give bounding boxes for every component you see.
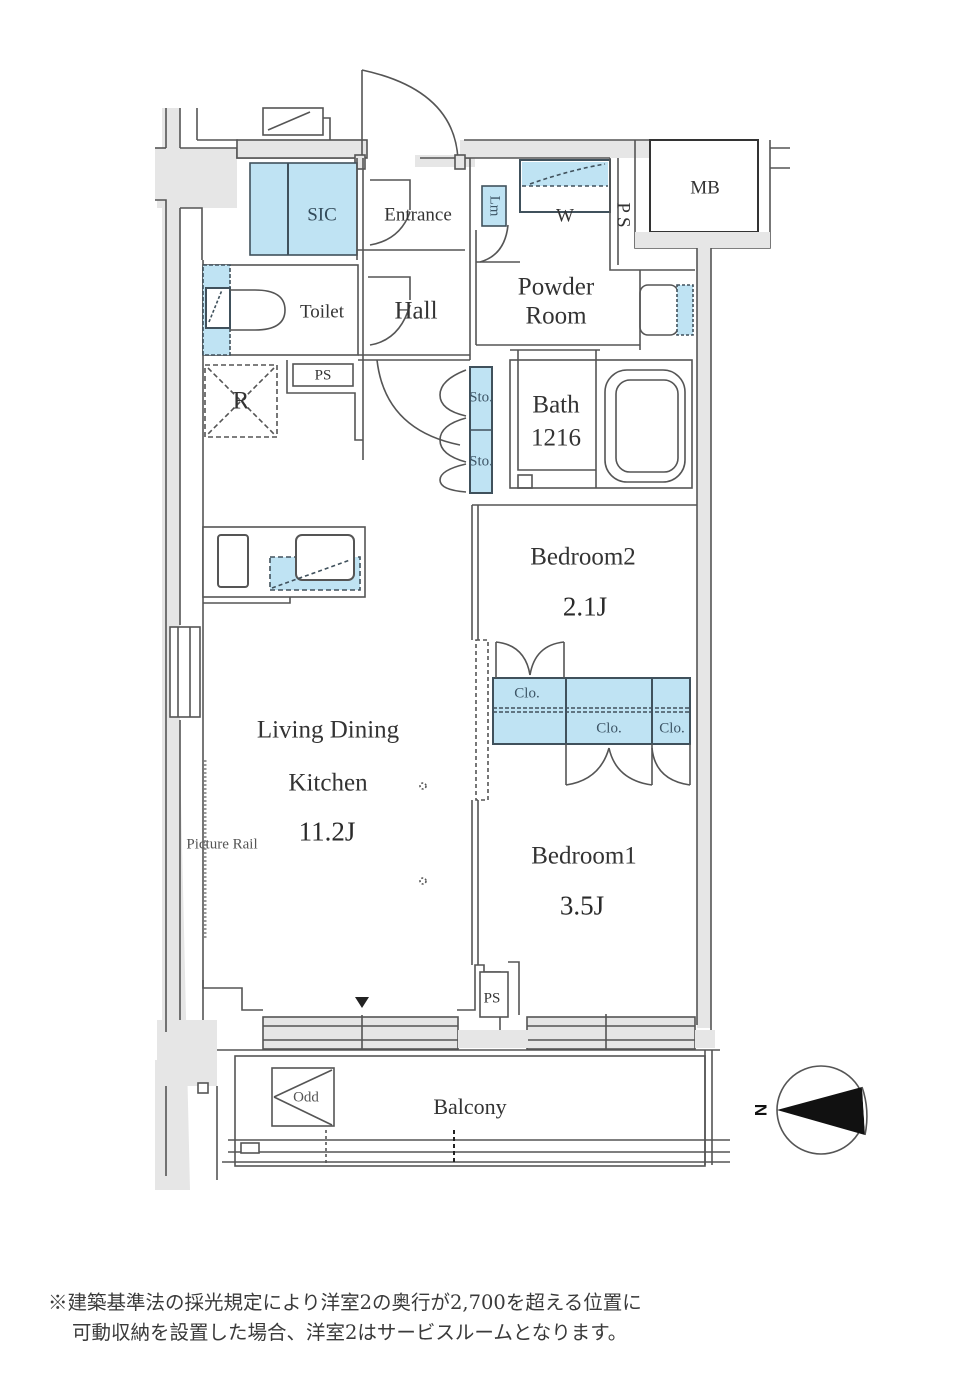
- label-clo-2: Clo.: [596, 720, 622, 737]
- label-ldk-2: Kitchen: [288, 769, 368, 797]
- label-entrance: Entrance: [384, 204, 452, 226]
- label-ldk-1: Living Dining: [256, 716, 400, 744]
- label-w: W: [556, 205, 574, 227]
- label-sto-2: Sto.: [469, 453, 493, 470]
- label-ps-mid: PS: [314, 367, 332, 384]
- label-bedroom1: Bedroom1: [531, 842, 637, 870]
- label-bath: Bath: [532, 391, 580, 419]
- label-lm: Lm: [486, 195, 503, 217]
- label-powder-1: Powder: [517, 273, 595, 301]
- label-clo-1: Clo.: [514, 685, 540, 702]
- label-ps-bottom: PS: [483, 990, 501, 1007]
- label-ldk-size: 11.2J: [298, 816, 356, 847]
- outdoor-unit-box: [262, 107, 331, 140]
- label-bath-size: 1216: [531, 424, 581, 452]
- label-balcony: Balcony: [433, 1094, 507, 1119]
- compass-north-label: N: [751, 1103, 771, 1117]
- label-sto-1: Sto.: [469, 389, 493, 406]
- label-clo-3: Clo.: [659, 720, 685, 737]
- label-mb: MB: [690, 177, 720, 199]
- label-picture-rail: Picture Rail: [186, 836, 258, 853]
- footnote-line-2: 可動収納を設置した場合、洋室2はサービスルームとなります。: [72, 1321, 628, 1344]
- label-bedroom1-size: 3.5J: [559, 890, 605, 921]
- label-powder-2: Room: [525, 302, 587, 330]
- label-bedroom2: Bedroom2: [530, 543, 636, 571]
- label-hall: Hall: [394, 297, 438, 325]
- label-ps-top: P S: [612, 202, 634, 228]
- label-toilet: Toilet: [299, 301, 345, 323]
- footnote-line-1: ※建築基準法の採光規定により洋室2の奥行が2,700を超える位置に: [48, 1291, 642, 1314]
- north-compass-icon: [776, 1065, 868, 1155]
- entrance-door: [354, 69, 466, 170]
- label-r: R: [232, 387, 250, 415]
- label-bedroom2-size: 2.1J: [562, 591, 608, 622]
- inner-walls: [169, 139, 790, 1167]
- footnote: ※建築基準法の採光規定により洋室2の奥行が2,700を超える位置に 可動収納を設…: [48, 1288, 928, 1348]
- label-odd: Odd: [293, 1089, 319, 1106]
- label-sic: SIC: [307, 204, 337, 226]
